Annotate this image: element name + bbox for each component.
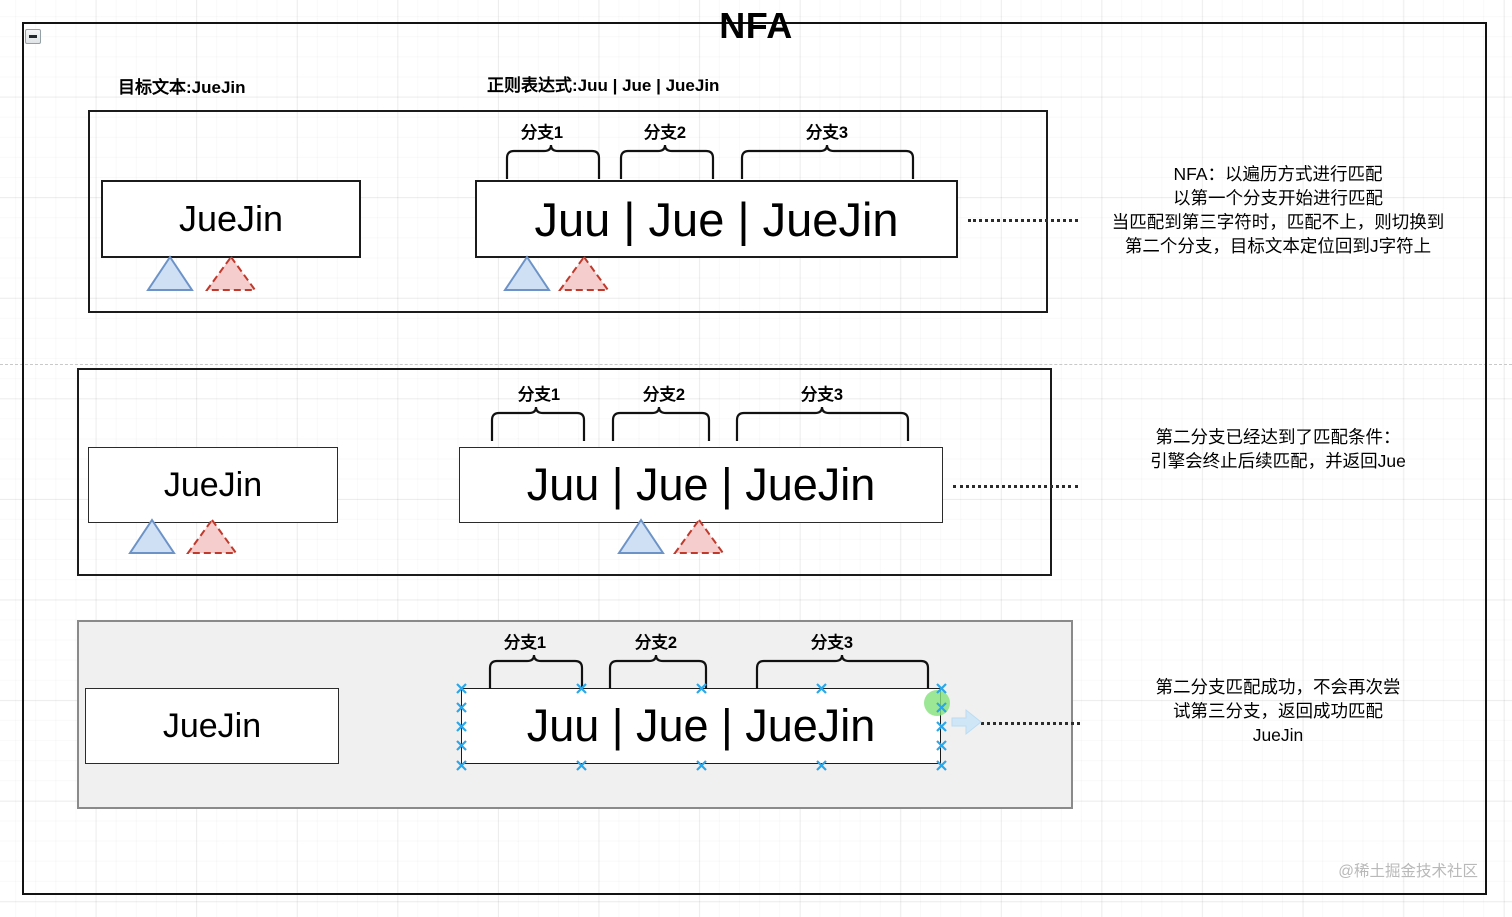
resize-handle-top-mid-right[interactable]	[815, 682, 828, 695]
resize-handle-bottom-mid-right[interactable]	[815, 759, 828, 772]
step-panel-2	[77, 368, 1052, 576]
resize-handle-left-upper[interactable]	[455, 701, 468, 714]
branch-label-3-2: 分支2	[634, 634, 678, 652]
resize-handle-left-middle[interactable]	[455, 720, 468, 733]
brace-2-2	[611, 406, 711, 441]
watermark: @稀土掘金技术社区	[1338, 863, 1478, 880]
annotation-1: NFA：以遍历方式进行匹配 以第一个分支开始进行匹配 当匹配到第三字符时，匹配不…	[1111, 164, 1445, 257]
target-text-box-2[interactable]: JueJin	[88, 447, 338, 523]
resize-handle-top-right[interactable]	[935, 682, 948, 695]
step-panel-1	[88, 110, 1048, 313]
brace-3-1	[488, 654, 584, 689]
branch-label-1-3: 分支3	[805, 124, 849, 142]
resize-handle-bottom-mid-left[interactable]	[575, 759, 588, 772]
connector-line-1	[968, 219, 1078, 222]
regex-text-box-2[interactable]: Juu | Jue | JueJin	[459, 447, 943, 523]
resize-handle-bottom-left[interactable]	[455, 759, 468, 772]
branch-label-1-1: 分支1	[520, 124, 564, 142]
outer-frame	[22, 22, 1487, 895]
resize-handle-top-mid-left[interactable]	[575, 682, 588, 695]
connector-line-3	[975, 722, 1080, 725]
collapse-toggle-button[interactable]	[25, 29, 41, 44]
resize-handle-top-center[interactable]	[695, 682, 708, 695]
branch-label-2-1: 分支1	[517, 386, 561, 404]
connector-line-2	[953, 485, 1078, 488]
annotation-2: 第二分支已经达到了匹配条件： 引擎会终止后续匹配，并返回Jue	[1150, 427, 1406, 472]
brace-2-1	[490, 406, 586, 441]
branch-label-1-2: 分支2	[643, 124, 687, 142]
brace-1-1	[505, 144, 601, 179]
target-text-box-1[interactable]: JueJin	[101, 180, 361, 258]
regex-text-box-3[interactable]: Juu | Jue | JueJin	[461, 688, 941, 764]
brace-2-3	[735, 406, 910, 441]
regex-text-box-1[interactable]: Juu | Jue | JueJin	[475, 180, 958, 258]
annotation-3: 第二分支匹配成功，不会再次尝 试第三分支，返回成功匹配 JueJin	[1155, 677, 1401, 746]
resize-handle-bottom-center[interactable]	[695, 759, 708, 772]
page-break-guide	[0, 364, 1512, 365]
resize-handle-top-left[interactable]	[455, 682, 468, 695]
brace-3-3	[755, 654, 930, 689]
resize-handle-right-middle[interactable]	[935, 720, 948, 733]
page-title: NFA	[719, 5, 793, 46]
branch-label-2-3: 分支3	[800, 386, 844, 404]
resize-handle-bottom-right[interactable]	[935, 759, 948, 772]
resize-handle-right-upper[interactable]	[935, 701, 948, 714]
resize-handle-right-lower[interactable]	[935, 739, 948, 752]
branch-label-2-2: 分支2	[642, 386, 686, 404]
branch-label-3-1: 分支1	[503, 634, 547, 652]
minus-icon	[29, 35, 37, 38]
resize-handle-left-lower[interactable]	[455, 739, 468, 752]
branch-label-3-3: 分支3	[810, 634, 854, 652]
target-text-box-3[interactable]: JueJin	[85, 688, 339, 764]
target-text-header-label: 目标文本:JueJin	[118, 78, 246, 97]
connector-arrow-icon[interactable]	[950, 707, 984, 737]
regex-header-label: 正则表达式:Juu | Jue | JueJin	[487, 76, 720, 95]
brace-1-2	[619, 144, 715, 179]
brace-1-3	[740, 144, 915, 179]
brace-3-2	[608, 654, 708, 689]
